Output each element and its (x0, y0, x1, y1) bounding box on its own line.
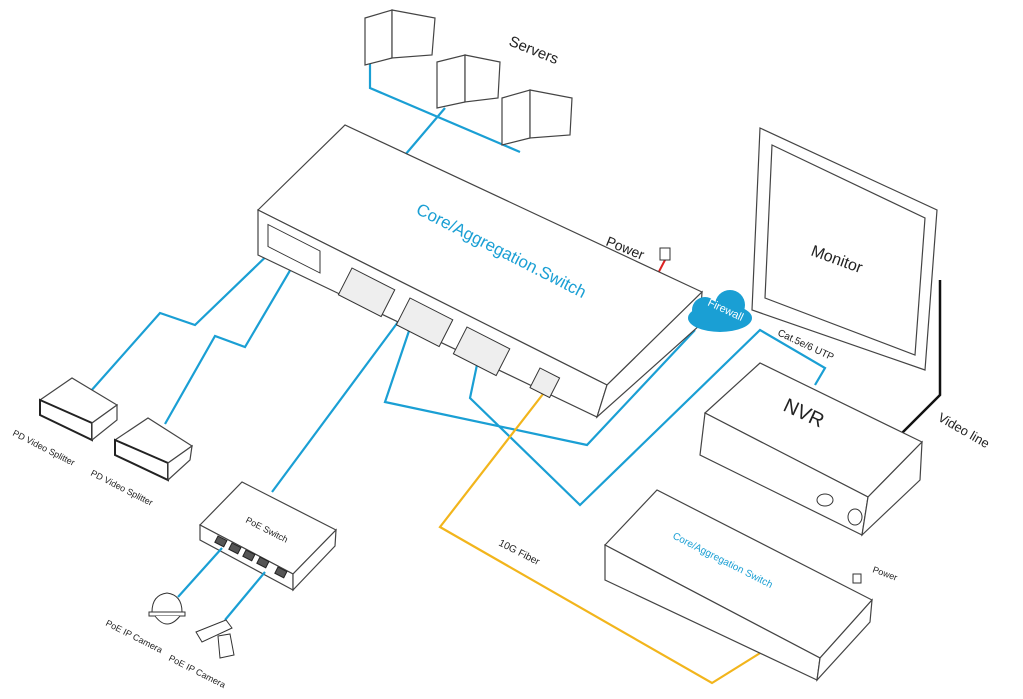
firewall-cloud-icon (688, 290, 752, 332)
camera-2-cable (224, 571, 266, 621)
camera-1-label: PoE IP Camera (104, 618, 164, 655)
server-cable (368, 55, 521, 154)
camera-1-cable (177, 547, 223, 598)
power-outlet-2-icon (852, 573, 862, 584)
video-line-label: Video line (936, 410, 993, 451)
splitter-1-label: PD Video Splitter (11, 428, 76, 468)
bullet-camera-icon (195, 619, 235, 659)
splitter1-cable (89, 244, 279, 393)
poe-switch-cable (271, 321, 399, 493)
server-uplink-cable (404, 107, 446, 156)
video-line-cable (899, 280, 942, 436)
port-group (337, 267, 561, 399)
camera-2-label: PoE IP Camera (167, 653, 227, 690)
server-3 (501, 89, 573, 146)
server-1 (364, 9, 436, 66)
firewall-loop-cable (383, 321, 696, 447)
nvr (699, 362, 924, 537)
power-2-label: Power (871, 564, 898, 582)
splitter2-cable (164, 244, 306, 425)
nvr-cable (468, 328, 827, 507)
dome-camera-icon (148, 592, 186, 625)
core-switch-2 (604, 489, 873, 682)
power-outlet-icon (659, 247, 671, 261)
monitor (751, 127, 938, 371)
splitter-2-label: PD Video Splitter (89, 468, 154, 508)
poe-switch (199, 481, 337, 592)
core-switch (256, 124, 704, 419)
pd-video-splitter-2 (113, 417, 194, 482)
server-2 (436, 54, 501, 109)
servers-label: Servers (507, 33, 561, 68)
fiber-cable (438, 384, 766, 685)
pd-video-splitter-1 (38, 377, 119, 442)
